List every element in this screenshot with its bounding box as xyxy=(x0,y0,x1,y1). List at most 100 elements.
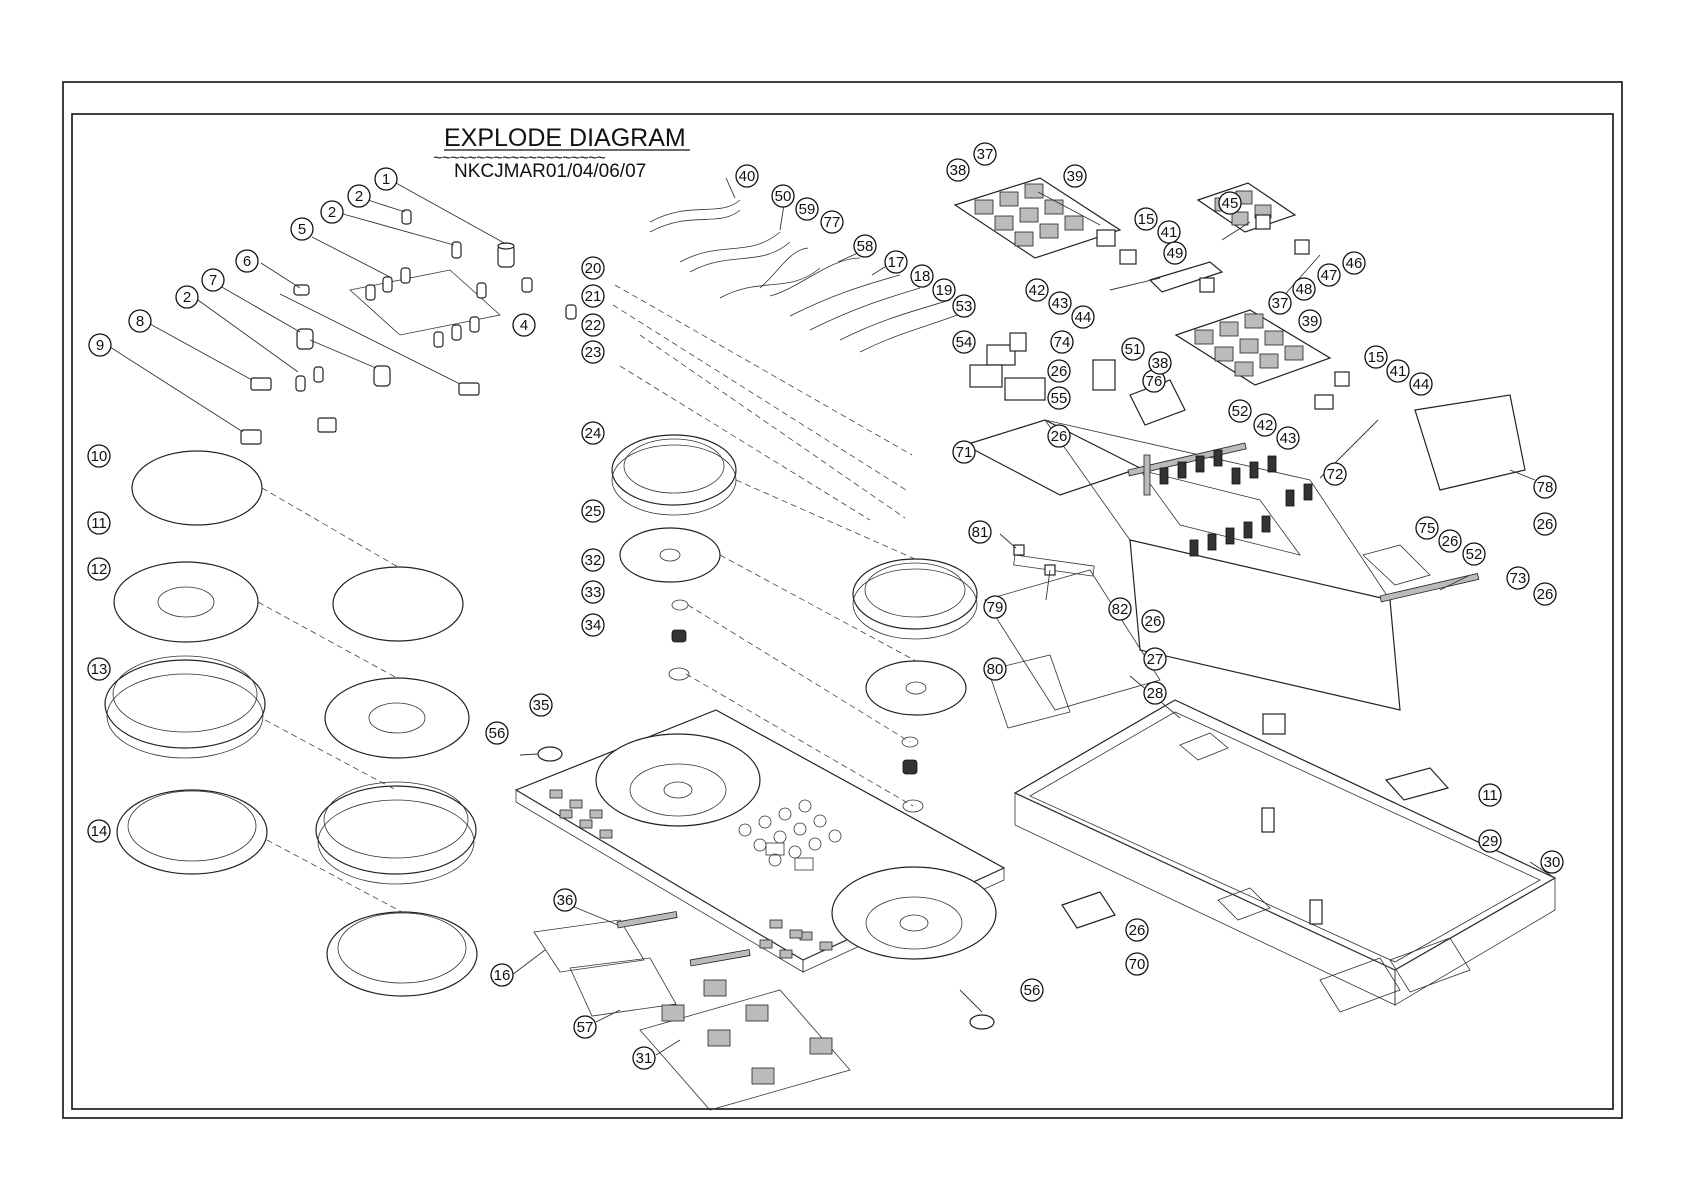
callout-8[interactable]: 8 xyxy=(128,309,152,333)
callout-6[interactable]: 6 xyxy=(235,249,259,273)
callout-50[interactable]: 50 xyxy=(771,184,795,208)
callout-34[interactable]: 34 xyxy=(581,613,605,637)
callout-82[interactable]: 82 xyxy=(1108,597,1132,621)
callout-39[interactable]: 39 xyxy=(1063,164,1087,188)
callout-76[interactable]: 76 xyxy=(1142,369,1166,393)
callout-2[interactable]: 2 xyxy=(320,200,344,224)
callout-11[interactable]: 11 xyxy=(1478,783,1502,807)
callout-21[interactable]: 21 xyxy=(581,284,605,308)
callout-54[interactable]: 54 xyxy=(952,330,976,354)
callout-51[interactable]: 51 xyxy=(1121,337,1145,361)
callout-30[interactable]: 30 xyxy=(1540,850,1564,874)
callout-10[interactable]: 10 xyxy=(87,444,111,468)
callout-46[interactable]: 46 xyxy=(1342,251,1366,275)
callout-37[interactable]: 37 xyxy=(973,142,997,166)
callout-79[interactable]: 79 xyxy=(983,595,1007,619)
callout-45[interactable]: 45 xyxy=(1218,191,1242,215)
svg-text:46: 46 xyxy=(1346,255,1363,272)
callout-24[interactable]: 24 xyxy=(581,421,605,445)
callout-5[interactable]: 5 xyxy=(290,217,314,241)
callout-23[interactable]: 23 xyxy=(581,340,605,364)
callout-53[interactable]: 53 xyxy=(952,294,976,318)
callout-59[interactable]: 59 xyxy=(795,197,819,221)
callout-25[interactable]: 25 xyxy=(581,499,605,523)
callout-75[interactable]: 75 xyxy=(1415,516,1439,540)
callout-42[interactable]: 42 xyxy=(1025,278,1049,302)
callout-80[interactable]: 80 xyxy=(983,657,1007,681)
callout-43[interactable]: 43 xyxy=(1276,426,1300,450)
callout-7[interactable]: 7 xyxy=(201,268,225,292)
callout-70[interactable]: 70 xyxy=(1125,952,1149,976)
callout-37[interactable]: 37 xyxy=(1268,291,1292,315)
svg-text:26: 26 xyxy=(1051,428,1068,445)
callout-22[interactable]: 22 xyxy=(581,313,605,337)
callout-11[interactable]: 11 xyxy=(87,511,111,535)
callout-49[interactable]: 49 xyxy=(1163,241,1187,265)
callout-52[interactable]: 52 xyxy=(1462,542,1486,566)
svg-text:26: 26 xyxy=(1537,586,1554,603)
callout-17[interactable]: 17 xyxy=(884,250,908,274)
callout-56[interactable]: 56 xyxy=(1020,978,1044,1002)
callout-15[interactable]: 15 xyxy=(1364,345,1388,369)
callout-38[interactable]: 38 xyxy=(946,158,970,182)
callout-73[interactable]: 73 xyxy=(1506,566,1530,590)
callout-58[interactable]: 58 xyxy=(853,234,877,258)
callout-33[interactable]: 33 xyxy=(581,580,605,604)
callout-2[interactable]: 2 xyxy=(347,184,371,208)
callout-18[interactable]: 18 xyxy=(910,264,934,288)
callout-55[interactable]: 55 xyxy=(1047,386,1071,410)
callout-26[interactable]: 26 xyxy=(1125,918,1149,942)
callout-26[interactable]: 26 xyxy=(1047,359,1071,383)
callout-47[interactable]: 47 xyxy=(1317,263,1341,287)
callout-44[interactable]: 44 xyxy=(1071,305,1095,329)
callout-56[interactable]: 56 xyxy=(485,721,509,745)
callout-12[interactable]: 12 xyxy=(87,557,111,581)
callout-14[interactable]: 14 xyxy=(87,819,111,843)
svg-text:15: 15 xyxy=(1368,349,1385,366)
callout-26[interactable]: 26 xyxy=(1533,582,1557,606)
callout-57[interactable]: 57 xyxy=(573,1015,597,1039)
callout-72[interactable]: 72 xyxy=(1323,462,1347,486)
callout-77[interactable]: 77 xyxy=(820,210,844,234)
callout-26[interactable]: 26 xyxy=(1438,529,1462,553)
svg-text:44: 44 xyxy=(1075,309,1092,326)
callout-19[interactable]: 19 xyxy=(932,278,956,302)
callout-48[interactable]: 48 xyxy=(1292,277,1316,301)
callout-78[interactable]: 78 xyxy=(1533,475,1557,499)
callout-41[interactable]: 41 xyxy=(1386,359,1410,383)
svg-text:35: 35 xyxy=(533,697,550,714)
callout-13[interactable]: 13 xyxy=(87,657,111,681)
svg-text:36: 36 xyxy=(557,892,574,909)
callout-42[interactable]: 42 xyxy=(1253,413,1277,437)
callout-28[interactable]: 28 xyxy=(1143,681,1167,705)
callout-29[interactable]: 29 xyxy=(1478,829,1502,853)
callout-32[interactable]: 32 xyxy=(581,548,605,572)
callout-43[interactable]: 43 xyxy=(1048,291,1072,315)
callout-31[interactable]: 31 xyxy=(632,1046,656,1070)
callout-9[interactable]: 9 xyxy=(88,333,112,357)
callout-81[interactable]: 81 xyxy=(968,520,992,544)
callout-39[interactable]: 39 xyxy=(1298,309,1322,333)
callout-27[interactable]: 27 xyxy=(1143,647,1167,671)
callout-16[interactable]: 16 xyxy=(490,963,514,987)
callout-38[interactable]: 38 xyxy=(1148,351,1172,375)
callout-41[interactable]: 41 xyxy=(1157,220,1181,244)
callout-4[interactable]: 4 xyxy=(512,313,536,337)
callout-26[interactable]: 26 xyxy=(1533,512,1557,536)
callout-40[interactable]: 40 xyxy=(735,164,759,188)
callout-15[interactable]: 15 xyxy=(1134,207,1158,231)
callout-52[interactable]: 52 xyxy=(1228,399,1252,423)
callout-44[interactable]: 44 xyxy=(1409,372,1433,396)
callout-36[interactable]: 36 xyxy=(553,888,577,912)
callout-1[interactable]: 1 xyxy=(374,167,398,191)
svg-text:47: 47 xyxy=(1321,267,1338,284)
callout-20[interactable]: 20 xyxy=(581,256,605,280)
callout-74[interactable]: 74 xyxy=(1050,330,1074,354)
svg-text:31: 31 xyxy=(636,1050,653,1067)
callout-2[interactable]: 2 xyxy=(175,285,199,309)
callout-26[interactable]: 26 xyxy=(1047,424,1071,448)
callout-26[interactable]: 26 xyxy=(1141,609,1165,633)
callout-35[interactable]: 35 xyxy=(529,693,553,717)
svg-text:80: 80 xyxy=(987,661,1004,678)
callout-71[interactable]: 71 xyxy=(952,440,976,464)
